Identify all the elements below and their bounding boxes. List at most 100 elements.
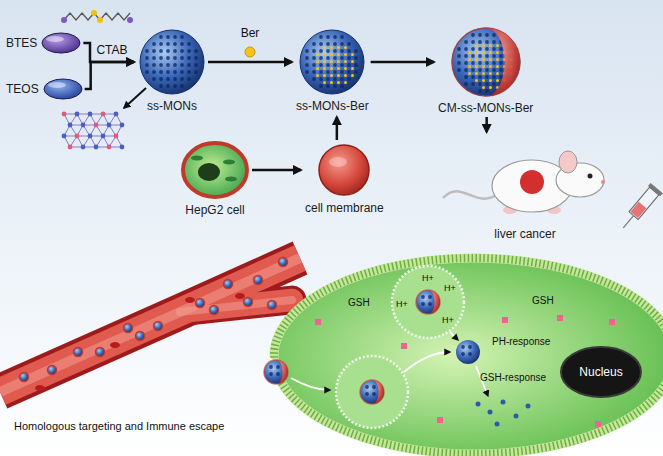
drug-dot bbox=[496, 51, 499, 54]
node-label: BTES bbox=[6, 36, 37, 50]
lattice-atom bbox=[107, 145, 112, 150]
sphere-body bbox=[140, 30, 204, 94]
pore bbox=[464, 75, 468, 79]
pore bbox=[173, 49, 177, 53]
pore bbox=[276, 372, 280, 376]
pore bbox=[152, 77, 156, 81]
drug-dot bbox=[496, 44, 499, 47]
pore bbox=[499, 68, 503, 72]
pore bbox=[319, 42, 323, 46]
syringe-plunger bbox=[648, 183, 663, 196]
nucleus-shape bbox=[561, 347, 641, 397]
drug-dot bbox=[337, 74, 340, 77]
pore bbox=[347, 77, 351, 81]
pore bbox=[365, 392, 369, 396]
endosome bbox=[336, 356, 408, 428]
drug-dot bbox=[468, 58, 471, 61]
drug-dot bbox=[323, 60, 326, 63]
pore bbox=[187, 77, 191, 81]
vessel-particle bbox=[244, 298, 253, 307]
pore bbox=[485, 40, 489, 44]
pore bbox=[187, 49, 191, 53]
pore bbox=[166, 42, 170, 46]
shape-outline bbox=[450, 26, 522, 98]
pore bbox=[464, 47, 468, 51]
pore bbox=[152, 70, 156, 74]
drug-dot bbox=[330, 74, 333, 77]
red-blood-cell bbox=[235, 293, 245, 299]
pore bbox=[173, 70, 177, 74]
pore bbox=[312, 70, 316, 74]
pore bbox=[333, 70, 337, 74]
molecule-label: GSH bbox=[348, 296, 370, 309]
lattice-atom bbox=[68, 145, 73, 150]
mouse-tail bbox=[443, 191, 498, 198]
pore bbox=[354, 70, 358, 74]
mouse-nose bbox=[601, 180, 605, 184]
drug-dot bbox=[316, 53, 319, 56]
membrane-coat bbox=[276, 360, 288, 384]
pore bbox=[173, 84, 177, 88]
pore bbox=[499, 75, 503, 79]
pore bbox=[173, 56, 177, 60]
sphere-body bbox=[452, 28, 520, 96]
atom-dot bbox=[97, 17, 103, 23]
drug-dot bbox=[468, 51, 471, 54]
response-label: GSH-response bbox=[480, 371, 546, 384]
membrane-outline bbox=[360, 380, 384, 404]
mouse-model: liver cancer bbox=[440, 136, 610, 241]
highlight bbox=[48, 82, 66, 88]
drug-dot bbox=[323, 74, 326, 77]
drug-dot bbox=[330, 46, 333, 49]
atom-dot bbox=[127, 17, 133, 23]
pore bbox=[478, 33, 482, 37]
pore bbox=[464, 82, 468, 86]
reagent-pill bbox=[42, 33, 80, 53]
pore bbox=[478, 82, 482, 86]
drug-dot bbox=[482, 51, 485, 54]
pore bbox=[354, 63, 358, 67]
cell-nucleus bbox=[198, 163, 220, 181]
gsh-square bbox=[502, 317, 508, 323]
lattice-atom bbox=[62, 112, 67, 117]
pore bbox=[464, 61, 468, 65]
shape-outline bbox=[138, 28, 206, 96]
pore bbox=[326, 63, 330, 67]
node-label: cell membrane bbox=[305, 201, 384, 215]
pore bbox=[187, 56, 191, 60]
drug-dot bbox=[496, 79, 499, 82]
membrane-coat bbox=[372, 380, 384, 404]
ion-label: H+ bbox=[422, 272, 434, 285]
drug-dot bbox=[344, 46, 347, 49]
pore bbox=[166, 84, 170, 88]
pore bbox=[166, 77, 170, 81]
fragment bbox=[476, 402, 481, 407]
pore bbox=[492, 54, 496, 58]
pore bbox=[478, 75, 482, 79]
vessel-particle bbox=[254, 276, 263, 285]
pore bbox=[166, 49, 170, 53]
drug-dot bbox=[475, 44, 478, 47]
pore bbox=[180, 42, 184, 46]
highlight bbox=[329, 157, 347, 167]
lipid-bilayer bbox=[274, 258, 663, 454]
pore bbox=[457, 47, 461, 51]
pore bbox=[333, 77, 337, 81]
pore bbox=[312, 49, 316, 53]
pore bbox=[471, 82, 475, 86]
molecule-chain bbox=[64, 13, 130, 20]
drug-dot bbox=[475, 79, 478, 82]
node-label: CM-ss-MONs-Ber bbox=[438, 101, 533, 115]
fragment bbox=[495, 422, 500, 427]
drug-dot bbox=[330, 67, 333, 70]
pore bbox=[319, 70, 323, 74]
drug-dot bbox=[344, 67, 347, 70]
pore bbox=[305, 49, 309, 53]
lattice-atom bbox=[81, 145, 86, 150]
particle-core bbox=[264, 360, 288, 384]
pore bbox=[305, 56, 309, 60]
drug-dot bbox=[316, 67, 319, 70]
pore bbox=[340, 42, 344, 46]
gsh-square bbox=[401, 343, 407, 349]
syringe-liquid bbox=[630, 202, 646, 218]
